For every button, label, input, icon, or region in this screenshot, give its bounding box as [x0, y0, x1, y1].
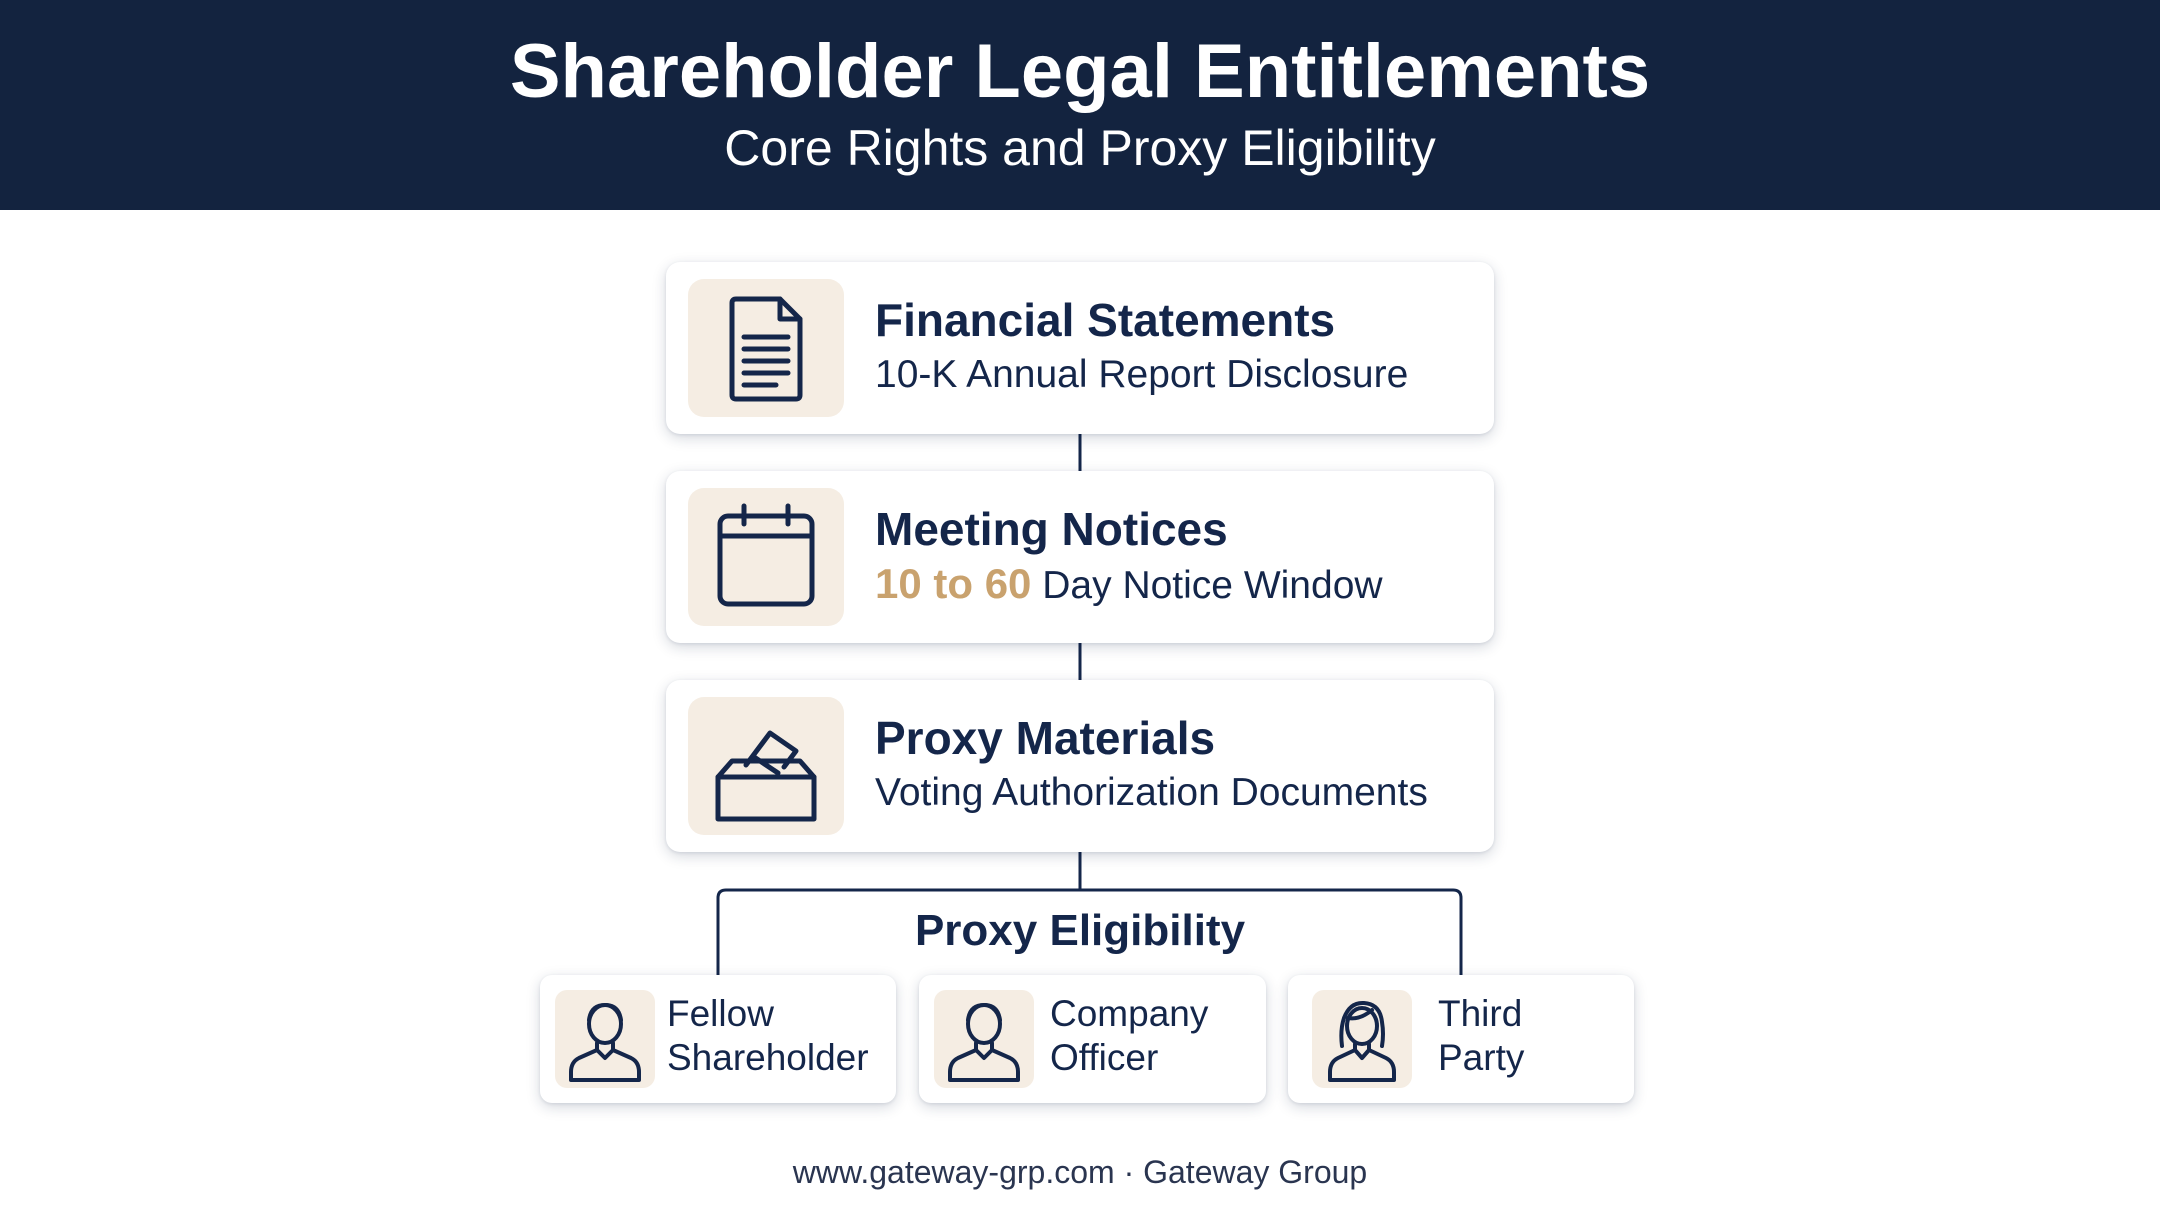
card-subtitle: 10-K Annual Report Disclosure — [875, 353, 1409, 396]
label-line: Company — [1050, 993, 1209, 1034]
card-title: Proxy Materials — [875, 712, 1216, 764]
label-line: Fellow — [667, 993, 774, 1034]
eligibility-label: Fellow Shareholder — [667, 992, 869, 1080]
notice-window-label: Day Notice Window — [1042, 564, 1383, 607]
card-title: Financial Statements — [875, 294, 1336, 346]
document-icon — [688, 279, 844, 417]
person-icon — [555, 990, 655, 1088]
card-subtitle: 10 to 60 Day Notice Window — [875, 559, 1383, 611]
footer-text[interactable]: www.gateway-grp.com · Gateway Group — [792, 1154, 1368, 1190]
calendar-icon — [688, 488, 844, 626]
eligibility-card-fellow-shareholder: Fellow Shareholder — [540, 975, 896, 1103]
eligibility-label: Third Party — [1438, 992, 1524, 1080]
label-line: Shareholder — [667, 1037, 869, 1078]
card-title: Meeting Notices — [875, 503, 1228, 555]
eligibility-title: Proxy Eligibility — [914, 906, 1246, 955]
card-subtitle: Voting Authorization Documents — [875, 771, 1428, 814]
eligibility-card-company-officer: Company Officer — [919, 975, 1266, 1103]
notice-window-range: 10 to 60 — [875, 560, 1032, 607]
page-title: Shareholder Legal Entitlements — [509, 29, 1651, 114]
label-line: Third — [1438, 993, 1523, 1034]
page-subtitle: Core Rights and Proxy Eligibility — [724, 120, 1436, 176]
ballot-box-icon — [688, 697, 844, 835]
label-line: Party — [1438, 1037, 1525, 1078]
card-proxy-materials: Proxy Materials Voting Authorization Doc… — [666, 680, 1494, 852]
header-banner: Shareholder Legal Entitlements Core Righ… — [0, 0, 2160, 210]
card-financial-statements: Financial Statements 10-K Annual Report … — [666, 262, 1494, 434]
person-female-icon — [1312, 990, 1412, 1088]
card-meeting-notices: Meeting Notices 10 to 60 Day Notice Wind… — [666, 471, 1494, 643]
person-icon — [934, 990, 1034, 1088]
label-line: Officer — [1050, 1037, 1159, 1078]
eligibility-label: Company Officer — [1050, 992, 1208, 1080]
eligibility-bracket — [716, 888, 1463, 975]
eligibility-card-third-party: Third Party — [1288, 975, 1634, 1103]
